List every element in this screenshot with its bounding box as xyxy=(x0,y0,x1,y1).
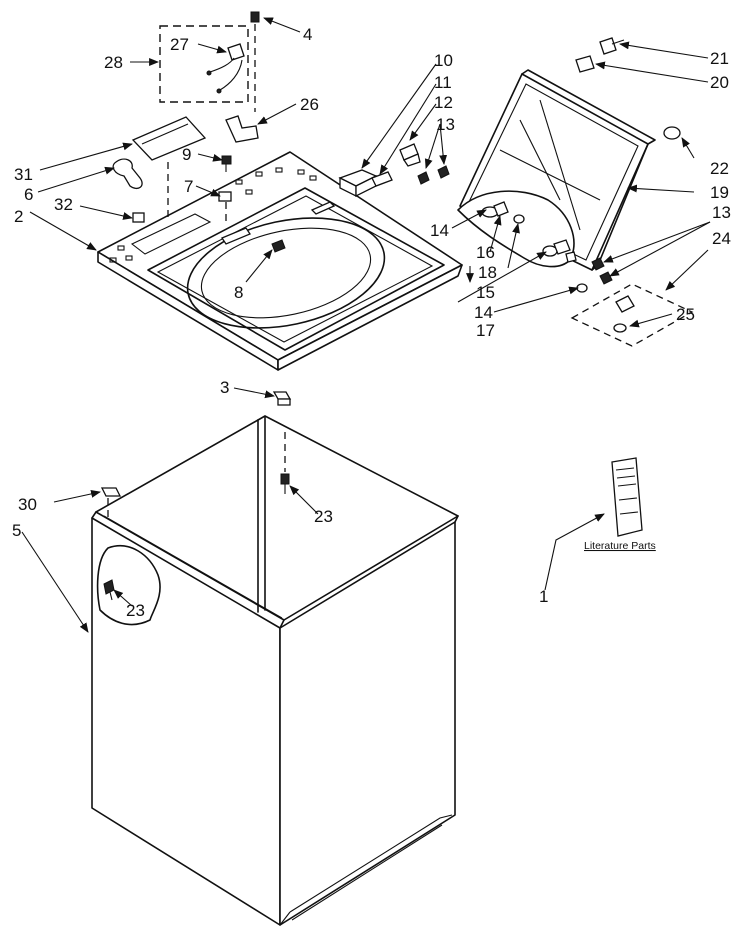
callout-28: 28 xyxy=(104,53,123,72)
callout-14-lower: 14 xyxy=(474,303,493,322)
callout-20: 20 xyxy=(710,73,729,92)
callout-1: 1 xyxy=(539,587,548,606)
callout-4: 4 xyxy=(303,25,312,44)
part-32 xyxy=(132,212,145,223)
callout-16: 16 xyxy=(476,243,495,262)
leader-lines xyxy=(21,17,711,633)
callout-23-upper: 23 xyxy=(314,507,333,526)
lid-part-19 xyxy=(457,69,656,271)
callout-19: 19 xyxy=(710,183,729,202)
callout-26: 26 xyxy=(300,95,319,114)
parts-20-21 xyxy=(575,37,625,73)
callout-13-upper: 13 xyxy=(436,115,455,134)
callout-30: 30 xyxy=(18,495,37,514)
callout-17: 17 xyxy=(476,321,495,340)
literature-booklet xyxy=(611,457,643,537)
screw-9 xyxy=(221,155,232,172)
callout-2: 2 xyxy=(14,207,23,226)
part-22 xyxy=(663,126,681,140)
callout-10: 10 xyxy=(434,51,453,70)
callout-27: 27 xyxy=(170,35,189,54)
callout-11: 11 xyxy=(434,73,452,92)
callout-6: 6 xyxy=(24,185,33,204)
callout-8: 8 xyxy=(234,283,243,302)
callout-24: 24 xyxy=(712,229,731,248)
switch-box-part-28 xyxy=(159,25,249,103)
callout-22: 22 xyxy=(710,159,729,178)
clip-part-6 xyxy=(112,158,143,190)
screw-23-upper xyxy=(280,432,290,494)
callout-31: 31 xyxy=(14,165,33,184)
cabinet xyxy=(91,415,459,926)
callout-15: 15 xyxy=(476,283,495,302)
callout-7: 7 xyxy=(184,177,193,196)
literature-parts-label: Literature Parts xyxy=(584,540,656,552)
callout-32: 32 xyxy=(54,195,73,214)
callout-3: 3 xyxy=(220,378,229,397)
callout-9: 9 xyxy=(182,145,191,164)
callout-12: 12 xyxy=(434,93,453,112)
callout-14-upper: 14 xyxy=(430,221,449,240)
hinge-part-10 xyxy=(338,169,378,198)
part-11 xyxy=(371,171,393,187)
callout-13-lower: 13 xyxy=(712,203,731,222)
screws-part-13-lower xyxy=(591,257,613,285)
callout-5: 5 xyxy=(12,521,21,540)
bracket-part-26 xyxy=(225,115,259,143)
screw-8 xyxy=(271,239,286,253)
callout-25: 25 xyxy=(676,305,695,324)
part-7 xyxy=(218,191,232,222)
part-12 xyxy=(399,143,421,167)
clip-part-30 xyxy=(100,487,122,520)
screw-4 xyxy=(250,11,260,112)
clip-part-3 xyxy=(272,391,292,406)
washer-top xyxy=(97,151,463,371)
panel-part-31 xyxy=(131,116,207,218)
screws-part-13-upper xyxy=(417,165,450,185)
callout-labels: 1 2 3 4 5 6 7 8 9 10 11 12 13 13 14 14 1… xyxy=(12,25,731,620)
callout-21: 21 xyxy=(710,49,729,68)
callout-18: 18 xyxy=(478,263,497,282)
callout-23-lower: 23 xyxy=(126,601,145,620)
kit-part-24 xyxy=(570,283,694,347)
